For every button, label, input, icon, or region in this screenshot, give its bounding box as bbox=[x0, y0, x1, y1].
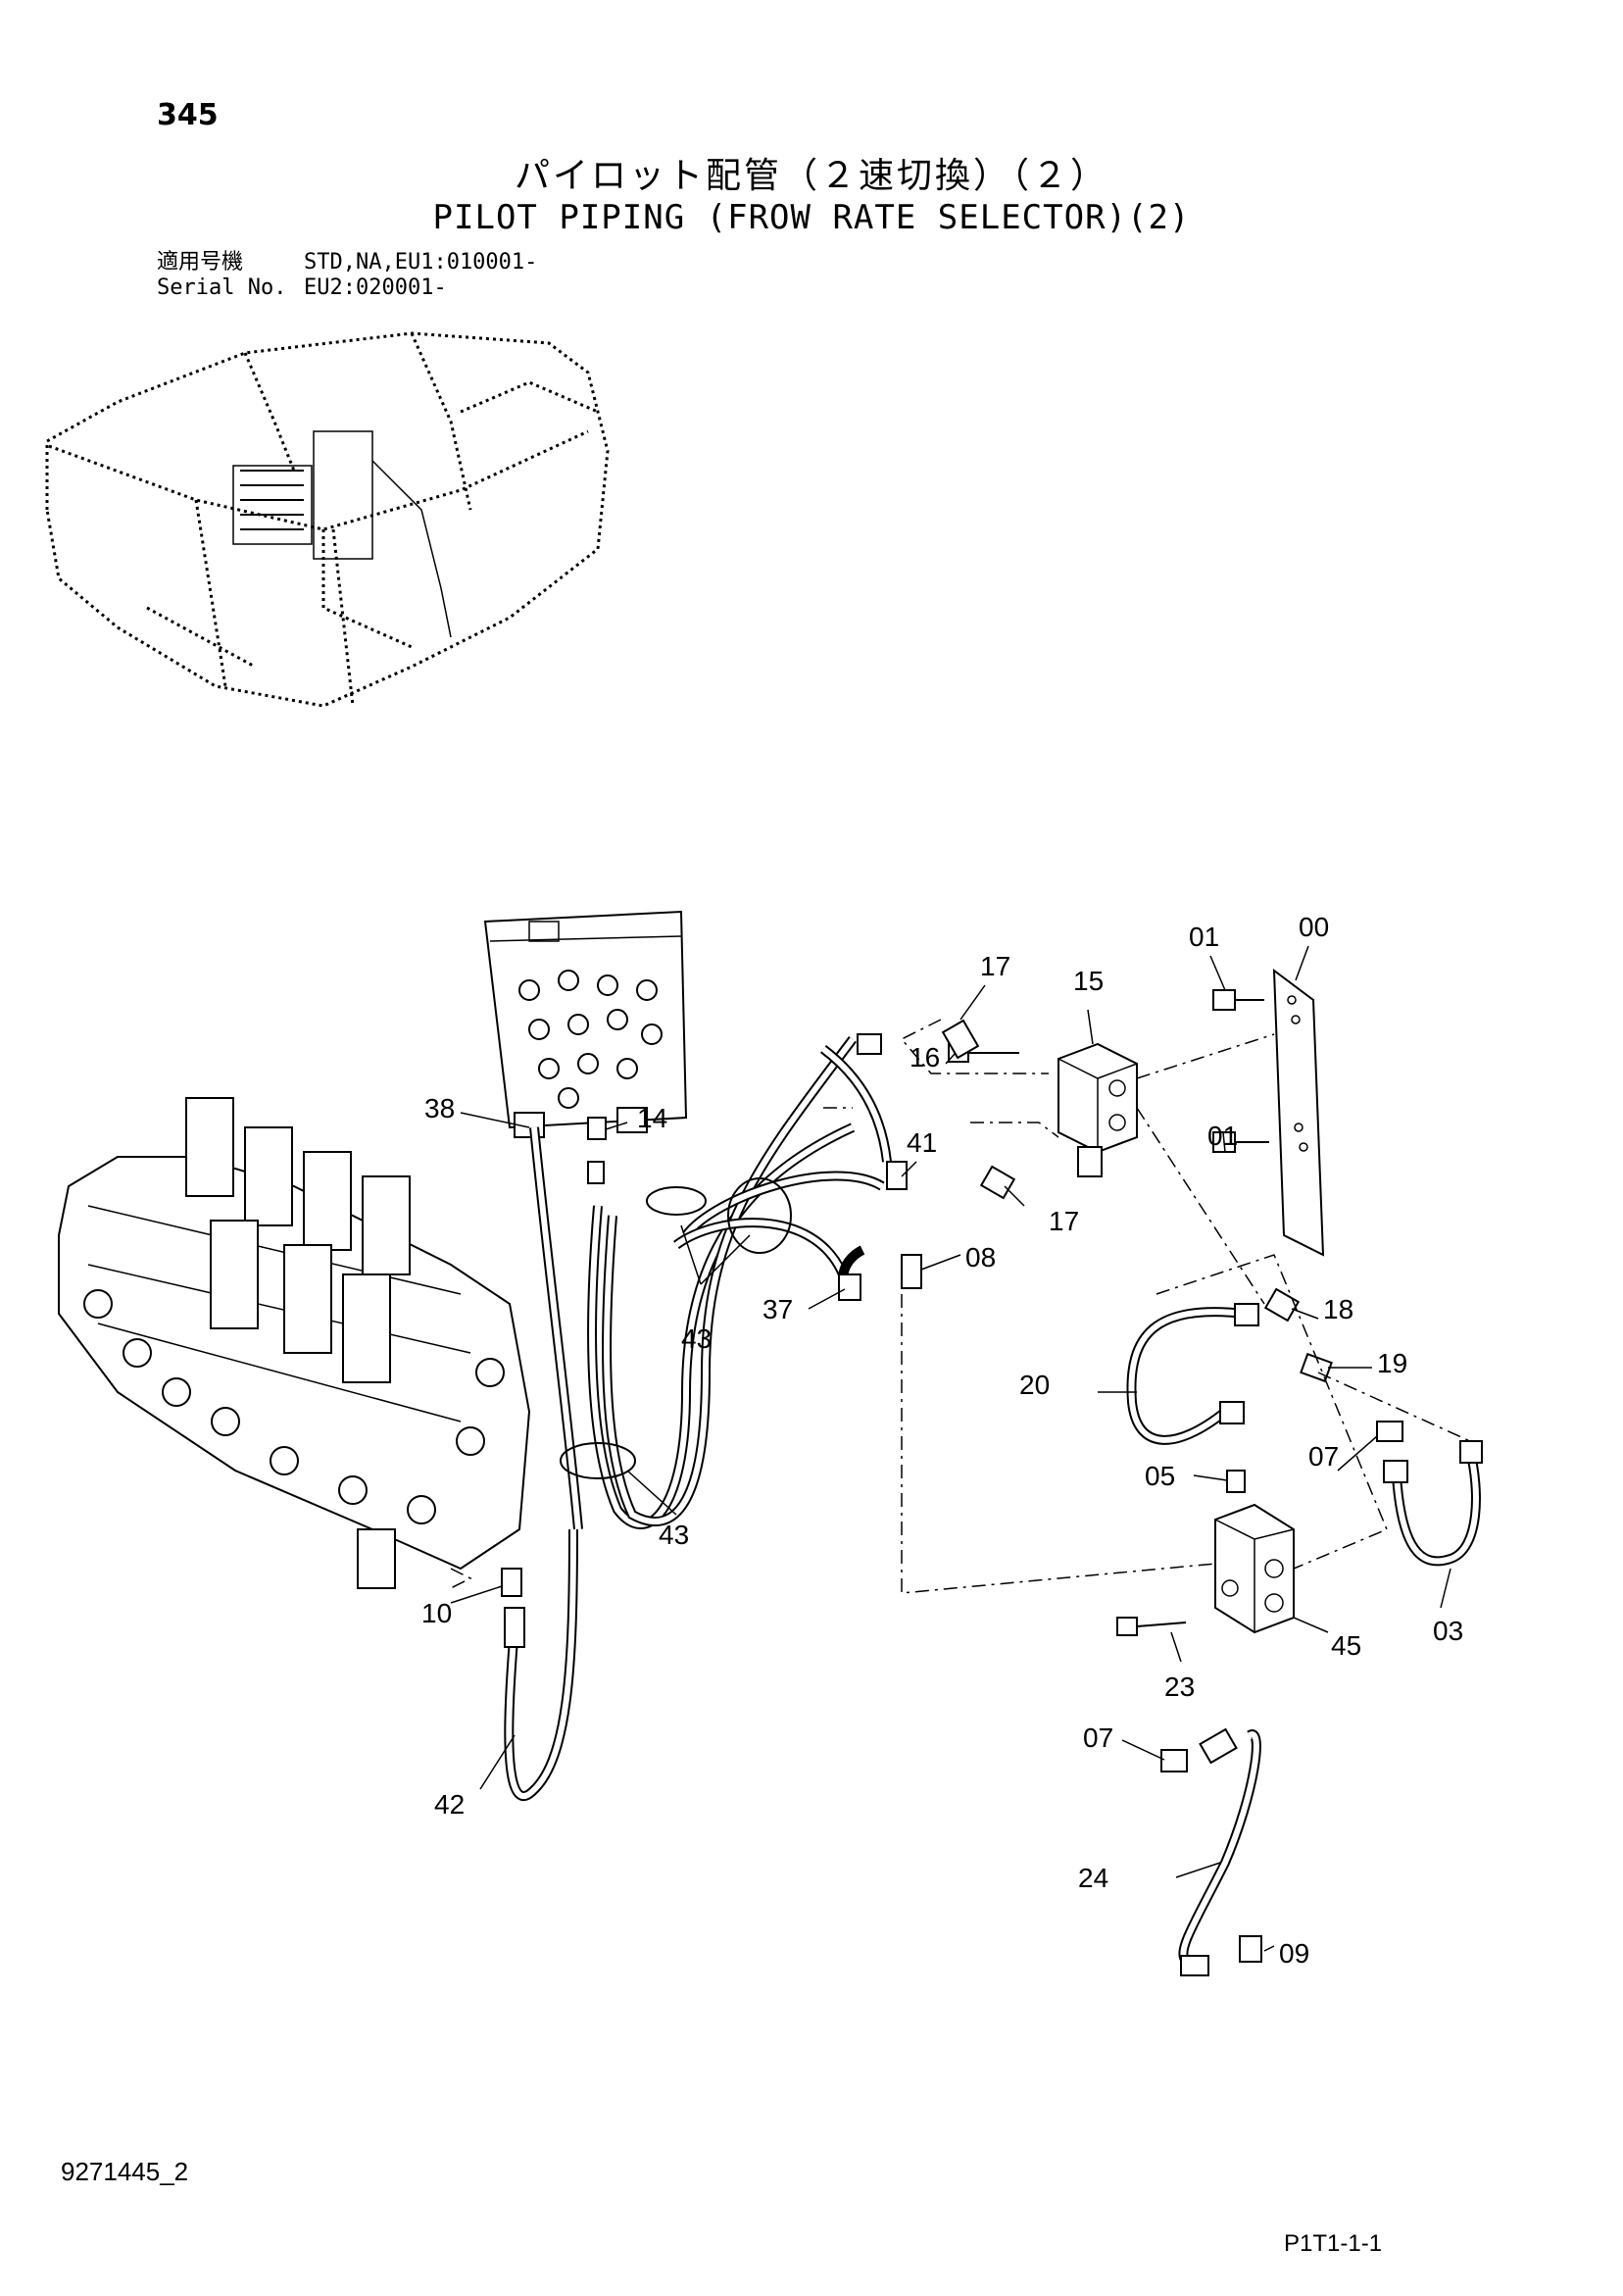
hose-42 bbox=[501, 1528, 578, 1801]
hose-37-41 bbox=[819, 1033, 908, 1301]
callout-fitting-14: 14 bbox=[637, 1103, 667, 1133]
page-reference: P1T1-1-1 bbox=[1284, 2230, 1383, 2257]
valve-locator-cluster bbox=[232, 430, 452, 638]
callout-00-plate: 01 bbox=[1189, 922, 1219, 952]
callout-elbow-09: 09 bbox=[1279, 1938, 1309, 1969]
serial-value: EU2:020001- bbox=[304, 275, 447, 300]
pilot-ports bbox=[518, 970, 663, 1109]
callout-elbow-upper: 17 bbox=[980, 951, 1010, 981]
bolts bbox=[948, 989, 1269, 1636]
callout-fitting-10: 10 bbox=[421, 1598, 452, 1628]
callout-labels: 01 00 15 17 16 01 17 38 14 41 08 37 43 4… bbox=[421, 912, 1463, 1969]
callout-tee-07-upper: 07 bbox=[1308, 1441, 1339, 1472]
selector-block-15 bbox=[1057, 1042, 1138, 1177]
machine-locator-view bbox=[45, 331, 610, 708]
serial-label: Serial No. bbox=[157, 275, 287, 300]
callout-bolt-23: 23 bbox=[1164, 1672, 1195, 1702]
control-valve-assembly bbox=[58, 1097, 531, 1589]
callout-hose-03: 03 bbox=[1433, 1616, 1463, 1646]
callout-adapter-18: 18 bbox=[1323, 1294, 1353, 1324]
callout-clamp-43-lower: 43 bbox=[659, 1520, 689, 1550]
page-number: 345 bbox=[157, 98, 219, 132]
valve-ports bbox=[83, 1289, 505, 1524]
callout-valve-45: 45 bbox=[1331, 1630, 1361, 1661]
callout-clamp-43-upper: 43 bbox=[681, 1323, 712, 1354]
callout-hose-41: 41 bbox=[907, 1127, 937, 1158]
valve-45 bbox=[1214, 1503, 1295, 1634]
callout-hose-24: 24 bbox=[1078, 1863, 1108, 1893]
callout-hose-38: 38 bbox=[424, 1093, 455, 1123]
callout-elbow-lower: 17 bbox=[1049, 1206, 1079, 1236]
callout-bracket: 00 bbox=[1299, 912, 1329, 942]
guide-lines bbox=[450, 1019, 1471, 1594]
callout-adapter-19: 19 bbox=[1377, 1348, 1407, 1378]
drawing-code: 9271445_2 bbox=[61, 2157, 189, 2186]
applicable-value: STD,NA,EU1:010001- bbox=[304, 250, 538, 275]
leader-lines bbox=[450, 945, 1451, 1952]
hose-24 bbox=[1178, 1727, 1261, 1976]
applicability-block: 適用号機 STD,NA,EU1:010001- Serial No. EU2:020… bbox=[157, 250, 537, 301]
callout-hose-37: 37 bbox=[762, 1294, 793, 1324]
callout-bolt-lower: 01 bbox=[1207, 1121, 1238, 1151]
hose-03 bbox=[1383, 1440, 1483, 1567]
applicable-label: 適用号機 bbox=[157, 250, 244, 275]
hose-20 bbox=[1126, 1303, 1259, 1445]
fittings bbox=[587, 1019, 1403, 1963]
callout-fitting-05: 05 bbox=[1145, 1461, 1175, 1491]
title-japanese: パイロット配管（２速切換）（２） bbox=[514, 156, 1108, 196]
callout-block: 15 bbox=[1073, 966, 1104, 996]
callout-bolt-long: 16 bbox=[910, 1042, 940, 1073]
callout-tee-07-lower: 07 bbox=[1083, 1722, 1113, 1753]
callout-hose-42: 42 bbox=[434, 1789, 465, 1820]
bracket-plate bbox=[1272, 968, 1325, 1257]
callout-tee-08: 08 bbox=[965, 1242, 996, 1273]
callout-hose-20: 20 bbox=[1019, 1370, 1050, 1400]
title-english: PILOT PIPING (FROW RATE SELECTOR)(2) bbox=[432, 198, 1191, 237]
spool-caps bbox=[185, 1097, 411, 1383]
